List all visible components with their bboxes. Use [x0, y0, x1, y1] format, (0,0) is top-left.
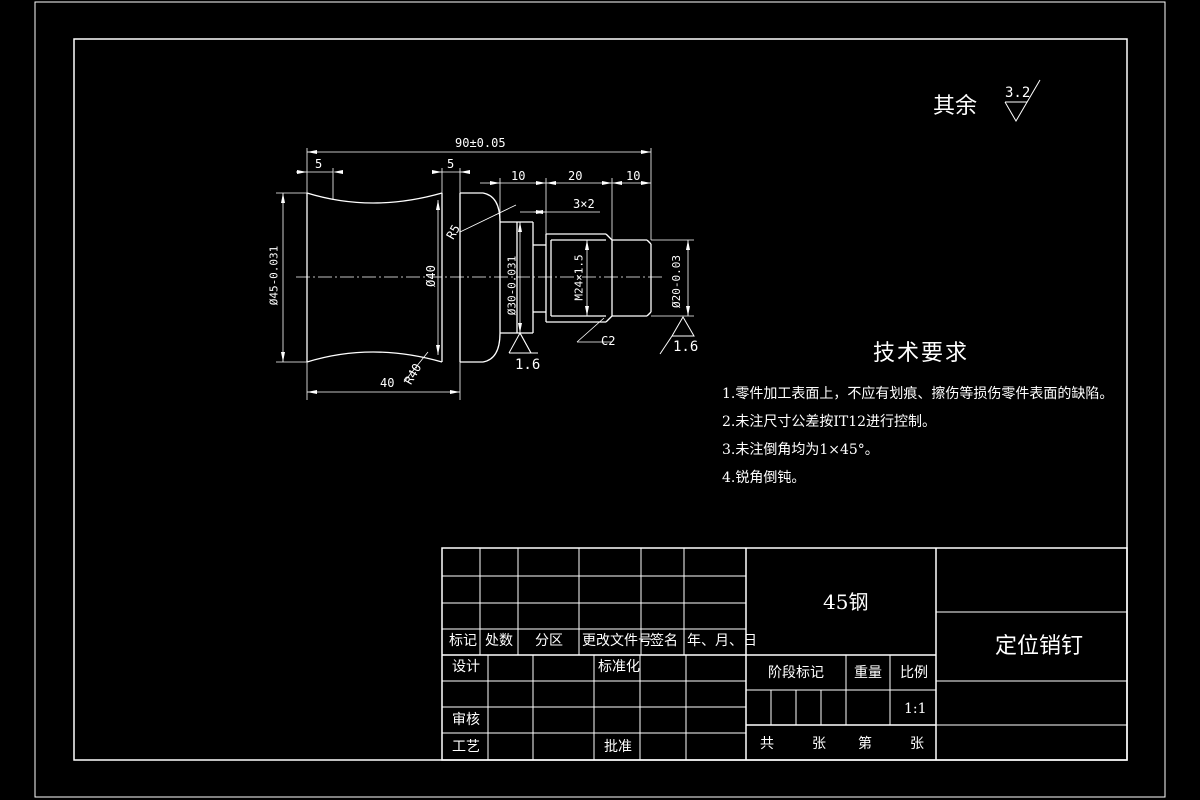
label-design: 设计	[452, 659, 480, 675]
dim-thread: M24×1.5	[572, 254, 586, 301]
label-sheets-unit: 张	[812, 736, 826, 752]
roughness-symbol-1	[508, 331, 538, 354]
roughness-symbol-top	[1004, 79, 1041, 122]
dim-dia45: Ø45-0.031	[267, 245, 281, 306]
dim-dia30: Ø30-0.031	[505, 255, 519, 316]
requirement-item-1: 1.零件加工表面上，不应有划痕、擦伤等损伤零件表面的缺陷。	[722, 386, 1114, 402]
part-name: 定位销钉	[995, 634, 1084, 659]
requirement-item-2: 2.未注尺寸公差按IT12进行控制。	[722, 414, 937, 430]
label-weight: 重量	[854, 665, 882, 681]
header-mark: 标记	[449, 633, 477, 649]
label-stage: 阶段标记	[768, 665, 824, 681]
requirement-item-4: 4.锐角倒钝。	[722, 470, 806, 486]
dim-step2: 20	[568, 169, 583, 183]
dim-left-chamfer: 5	[315, 157, 323, 171]
roughness-value-2: 1.6	[673, 339, 699, 355]
dim-groove-width: 5	[447, 157, 455, 171]
label-sheet-unit2: 张	[910, 736, 924, 752]
sheet-outer-border	[34, 1, 1166, 798]
label-sheets-total: 共	[760, 736, 774, 752]
dim-dia20: Ø20-0.03	[669, 255, 683, 308]
requirements-title: 技术要求	[873, 341, 970, 366]
label-review: 审核	[452, 712, 480, 728]
label-approve: 批准	[604, 739, 632, 755]
dimension-lines	[276, 148, 694, 400]
header-zone: 分区	[535, 633, 563, 649]
roughness-label: 其余	[933, 94, 978, 119]
dim-dia40: Ø40	[423, 265, 438, 287]
dimension-arrows	[281, 150, 690, 394]
dim-step3: 10	[626, 169, 641, 183]
scale-value: 1:1	[904, 701, 927, 717]
label-scale: 比例	[900, 665, 928, 681]
header-date: 年、月、日	[687, 633, 757, 649]
label-standard: 标准化	[598, 659, 640, 675]
dim-overall: 90±0.05	[455, 136, 506, 150]
dim-length40: 40	[380, 376, 395, 390]
roughness-symbol-2	[659, 316, 695, 355]
header-change-doc: 更改文件号	[582, 633, 652, 649]
dim-step1: 10	[511, 169, 526, 183]
dim-undercut: 3×2	[573, 197, 595, 211]
requirement-item-3: 3.未注倒角均为1×45°。	[722, 442, 879, 458]
header-signature: 签名	[650, 633, 678, 649]
label-sheet-no: 第	[858, 736, 872, 752]
roughness-value-1: 1.6	[515, 357, 541, 373]
label-process: 工艺	[452, 739, 480, 755]
title-block-grid	[441, 547, 1128, 761]
dim-chamfer: C2	[601, 334, 616, 348]
material: 45钢	[823, 590, 869, 614]
part-outline	[306, 192, 652, 363]
roughness-value: 3.2	[1005, 85, 1031, 101]
header-count: 处数	[485, 633, 513, 649]
